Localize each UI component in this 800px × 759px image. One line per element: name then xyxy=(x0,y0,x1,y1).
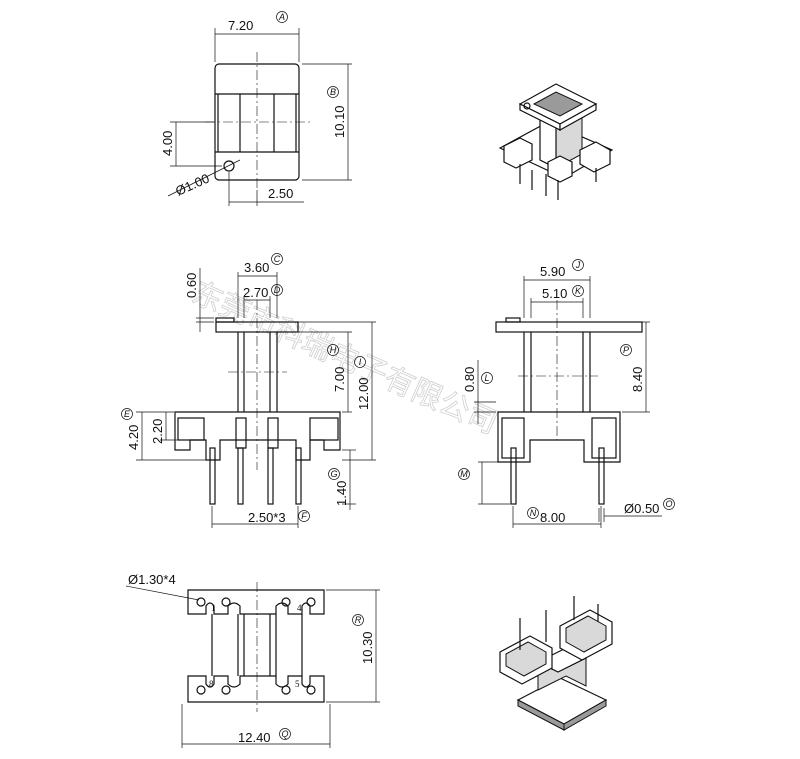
dim-j-tag: J xyxy=(575,260,581,270)
dim-base-h: 2.20 xyxy=(150,419,165,444)
dim-flange-t: 0.60 xyxy=(184,273,199,298)
dim-i-value: 12.00 xyxy=(356,377,371,410)
dim-o-tag: O xyxy=(665,499,672,509)
pin-number-5: 5 xyxy=(295,679,300,689)
dim-b-value: 10.10 xyxy=(332,105,347,138)
dim-d-tag: D xyxy=(274,285,281,295)
watermark: 东莞市科瑞电子有限公司 xyxy=(187,275,503,441)
dim-hole-dia: Ø1.00 xyxy=(173,171,211,199)
dim-g-value: 1.40 xyxy=(334,481,349,506)
dim-n-value: 8.00 xyxy=(540,510,565,525)
dim-j-value: 5.90 xyxy=(540,264,565,279)
dim-pin-holes: Ø1.30*4 xyxy=(128,572,176,587)
dim-a-tag: A xyxy=(278,12,285,22)
pin-number-8: 8 xyxy=(209,679,214,689)
dim-l-value: 0.80 xyxy=(462,367,477,392)
dim-a-value: 7.20 xyxy=(228,18,253,33)
pin-number-4: 4 xyxy=(297,603,302,613)
dim-g-tag: G xyxy=(330,469,337,479)
dim-b-tag: B xyxy=(330,87,336,97)
dim-o-value: Ø0.50 xyxy=(624,501,659,516)
dim-l-tag: L xyxy=(484,373,489,383)
dim-c-tag: C xyxy=(274,254,281,264)
dim-n-tag: N xyxy=(530,508,537,518)
dim-h-tag: H xyxy=(330,345,337,355)
dim-i-tag: I xyxy=(359,357,362,367)
dim-k-value: 5.10 xyxy=(542,286,567,301)
dim-q-value: 12.40 xyxy=(238,730,271,745)
bottom-view: 1 4 8 5 Ø1.30*4 10.30 R 12.40 Q xyxy=(125,572,380,748)
dim-hole-x: 2.50 xyxy=(268,186,293,201)
pin-number-1: 1 xyxy=(211,603,216,613)
dim-e-tag: E xyxy=(124,409,131,419)
front-view: 3.60 C 2.70 D 0.60 7.00 H 12.00 I 4.20 xyxy=(121,253,376,528)
dim-p-value: 8.40 xyxy=(630,367,645,392)
dim-m-tag: M xyxy=(460,469,468,479)
side-view: 5.90 J 5.10 K 8.40 P 0.80 L M N xyxy=(458,259,675,528)
dim-c-value: 3.60 xyxy=(244,260,269,275)
top-view: 7.20 A 10.10 B 4.00 Ø1.00 2.50 xyxy=(160,11,352,206)
dim-h-value: 7.00 xyxy=(332,367,347,392)
dim-f-value: 2.50*3 xyxy=(248,510,286,525)
dim-k-tag: K xyxy=(575,286,582,296)
dim-d-value: 2.70 xyxy=(243,285,268,300)
dim-f-tag: F xyxy=(301,511,307,521)
dim-r-tag: R xyxy=(355,615,362,625)
dim-r-value: 10.30 xyxy=(360,631,375,664)
dim-q-tag: Q xyxy=(281,729,288,739)
dim-e-value: 4.20 xyxy=(126,425,141,450)
iso-view-bottom xyxy=(499,596,613,731)
iso-view-top xyxy=(498,83,614,200)
dim-hole-offset: 4.00 xyxy=(160,131,175,156)
dim-p-tag: P xyxy=(623,345,629,355)
